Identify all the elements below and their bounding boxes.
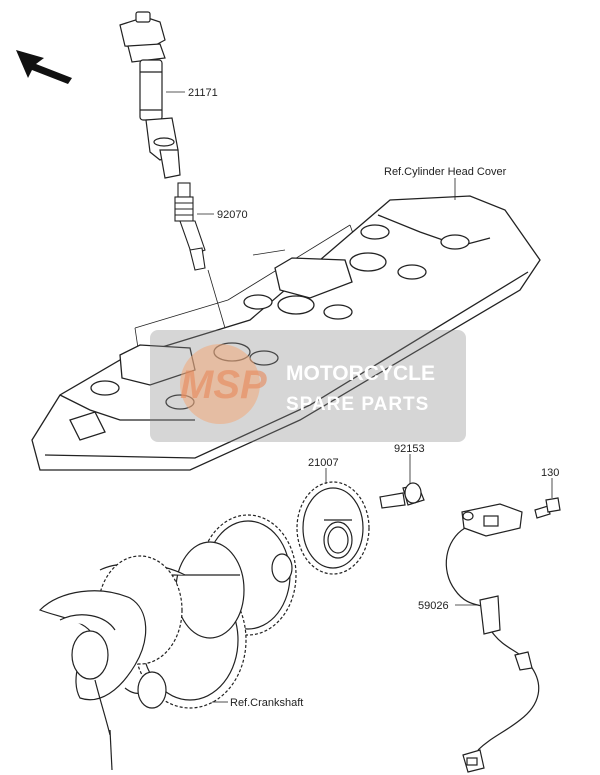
front-direction-arrow-icon [16, 50, 72, 84]
label-sensor-bolt: 130 [541, 467, 559, 479]
label-crankshaft-sensor: 59026 [418, 600, 449, 612]
label-crankshaft-ref: Ref.Crankshaft [230, 697, 303, 709]
watermark: MSP MOTORCYCLE SPARE PARTS [150, 330, 466, 442]
cylinder-head-cover[interactable] [31, 195, 541, 471]
watermark-line2: SPARE PARTS [286, 394, 429, 415]
spark-plug[interactable] [174, 182, 206, 271]
label-ignition-coil: 21171 [188, 87, 218, 99]
rotor-bolt[interactable] [379, 482, 425, 509]
watermark-logo: MSP [180, 363, 267, 407]
label-cylinder-head-cover-ref: Ref.Cylinder Head Cover [384, 166, 507, 178]
timing-rotor[interactable] [296, 481, 370, 575]
label-timing-rotor: 21007 [308, 457, 339, 469]
watermark-line1: MOTORCYCLE [286, 362, 435, 385]
label-spark-plug: 92070 [217, 209, 248, 221]
crankshaft-sensor[interactable] [445, 503, 540, 773]
label-rotor-bolt: 92153 [394, 443, 425, 455]
crankshaft[interactable] [38, 514, 297, 771]
sensor-bolt[interactable] [534, 497, 561, 519]
ignition-coil[interactable] [119, 11, 181, 179]
